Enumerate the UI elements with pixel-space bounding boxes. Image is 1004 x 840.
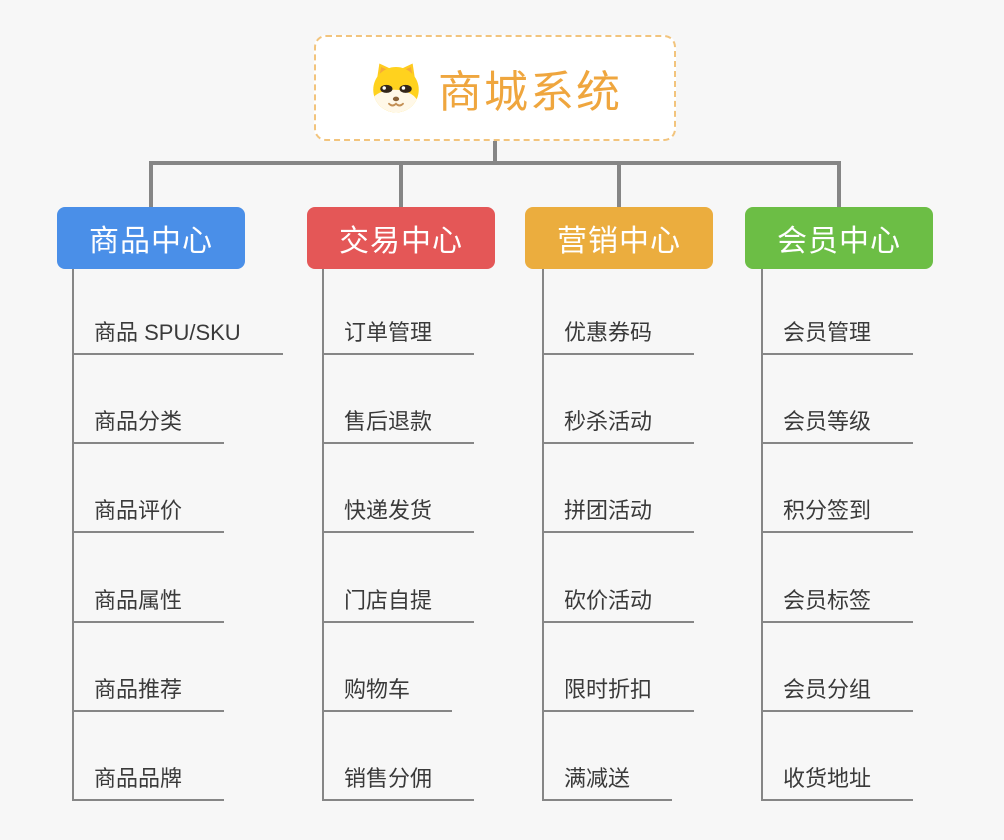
subtopic-node[interactable]: 满减送 (542, 761, 673, 801)
branch-spine-trade (322, 269, 324, 800)
subtopic-node[interactable]: 门店自提 (322, 583, 475, 623)
root-topic-node[interactable]: 商城系统 (314, 35, 676, 141)
subtopic-node[interactable]: 购物车 (322, 672, 453, 712)
branch-node-product-center[interactable]: 商品中心 (57, 207, 245, 269)
branch-spine-marketing (542, 269, 544, 800)
connector-root-stub (493, 141, 497, 164)
subtopic-node[interactable]: 积分签到 (761, 493, 914, 533)
subtopic-node[interactable]: 会员等级 (761, 404, 914, 444)
subtopic-node[interactable]: 商品评价 (72, 493, 225, 533)
subtopic-node[interactable]: 快递发货 (322, 493, 475, 533)
subtopic-node[interactable]: 商品推荐 (72, 672, 225, 712)
connector-drop-member (837, 161, 841, 208)
subtopic-node[interactable]: 会员分组 (761, 672, 914, 712)
subtopic-node[interactable]: 秒杀活动 (542, 404, 695, 444)
subtopic-node[interactable]: 优惠券码 (542, 315, 695, 355)
subtopic-node[interactable]: 商品属性 (72, 583, 225, 623)
subtopic-node[interactable]: 会员标签 (761, 583, 914, 623)
subtopic-node[interactable]: 商品品牌 (72, 761, 225, 801)
branch-label: 商品中心 (89, 225, 213, 258)
subtopic-node[interactable]: 收货地址 (761, 761, 914, 801)
subtopic-node[interactable]: 会员管理 (761, 315, 914, 355)
root-topic-title: 商城系统 (438, 68, 622, 117)
connector-drop-trade (399, 161, 403, 208)
branch-node-marketing-center[interactable]: 营销中心 (525, 207, 713, 269)
branch-label: 营销中心 (557, 225, 681, 258)
branch-node-member-center[interactable]: 会员中心 (745, 207, 933, 269)
branch-spine-product (72, 269, 74, 800)
subtopic-node[interactable]: 砍价活动 (542, 583, 695, 623)
subtopic-node[interactable]: 限时折扣 (542, 672, 695, 712)
branch-spine-member (761, 269, 763, 800)
shiba-dog-icon (368, 60, 424, 116)
connector-drop-product (149, 161, 153, 208)
connector-trunk (149, 161, 841, 165)
subtopic-node[interactable]: 销售分佣 (322, 761, 475, 801)
subtopic-node[interactable]: 商品分类 (72, 404, 225, 444)
branch-node-trade-center[interactable]: 交易中心 (307, 207, 495, 269)
subtopic-node[interactable]: 商品 SPU/SKU (72, 315, 283, 355)
subtopic-node[interactable]: 订单管理 (322, 315, 475, 355)
branch-label: 会员中心 (777, 225, 901, 258)
connector-drop-marketing (617, 161, 621, 208)
subtopic-node[interactable]: 拼团活动 (542, 493, 695, 533)
branch-label: 交易中心 (339, 225, 463, 258)
subtopic-node[interactable]: 售后退款 (322, 404, 475, 444)
